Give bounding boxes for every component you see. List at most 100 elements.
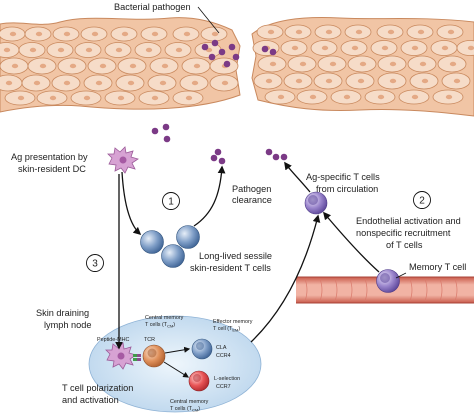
arrow-naive-to-effector — [164, 346, 191, 354]
keratinocyte-cell — [456, 40, 474, 56]
keratinocyte-nucleus — [83, 95, 91, 101]
central-memory-bottom-line2: T cells (TCM) — [170, 406, 200, 413]
ccr4-label: CCR4 — [216, 353, 231, 359]
endothelial-label-line3: of T cells — [386, 240, 423, 250]
bacterial-pathogen-label: Bacterial pathogen — [114, 2, 191, 12]
keratinocyte-nucleus — [115, 47, 123, 53]
long-lived-label-line2: skin-resident T cells — [190, 263, 271, 273]
keratinocyte-nucleus — [269, 61, 277, 67]
keratinocyte-nucleus — [381, 45, 389, 51]
keratinocyte-nucleus — [421, 78, 429, 84]
step-1-badge — [162, 192, 180, 210]
polarization-label-line2: and activation — [62, 395, 119, 405]
ag-specific-t-cell-icon — [304, 191, 328, 215]
step-2-number: 2 — [419, 196, 425, 207]
keratinocyte-nucleus — [11, 63, 19, 69]
bacteria-cluster-clearance — [210, 148, 226, 165]
naive-t-cell-icon — [142, 344, 166, 368]
keratinocyte-nucleus — [151, 95, 159, 101]
polarization-label-line1: T cell polarization — [62, 383, 133, 393]
keratinocytes — [0, 24, 474, 106]
keratinocyte-nucleus — [49, 95, 57, 101]
keratinocyte-nucleus — [419, 61, 427, 67]
endothelial-label-line1: Endothelial activation and — [356, 216, 461, 226]
keratinocyte-nucleus — [9, 31, 17, 37]
keratinocyte-nucleus — [277, 94, 285, 100]
keratinocyte-nucleus — [447, 29, 455, 35]
l-selection-label: L-selection — [214, 376, 240, 382]
skin-draining-label-line2: lymph node — [44, 320, 92, 330]
keratinocyte-nucleus — [17, 95, 25, 101]
keratinocyte-nucleus — [325, 29, 333, 35]
keratinocyte-nucleus — [63, 80, 71, 86]
keratinocyte-nucleus — [309, 94, 317, 100]
keratinocyte-nucleus — [265, 78, 273, 84]
lymph-node-icon — [88, 315, 262, 413]
keratinocyte-nucleus — [325, 78, 333, 84]
keratinocyte-nucleus — [445, 94, 453, 100]
ag-specific-label-line2: from circulation — [316, 184, 378, 194]
keratinocyte-nucleus — [69, 63, 77, 69]
keratinocyte-nucleus — [5, 80, 13, 86]
pathogen-clearance-label-line1: Pathogen — [232, 184, 271, 194]
keratinocyte-nucleus — [121, 31, 129, 37]
keratinocyte-nucleus — [467, 45, 474, 51]
keratinocyte-nucleus — [267, 29, 275, 35]
step-3-number: 3 — [92, 259, 98, 270]
keratinocyte-nucleus — [211, 31, 219, 37]
keratinocyte-nucleus — [411, 94, 419, 100]
keratinocyte-nucleus — [191, 80, 199, 86]
skin-epidermis — [0, 17, 474, 117]
keratinocyte-nucleus — [85, 47, 93, 53]
memory-t-cell-icon — [376, 269, 400, 293]
keratinocyte-nucleus — [57, 47, 65, 53]
keratinocyte-nucleus — [183, 31, 191, 37]
keratinocyte-nucleus — [63, 31, 71, 37]
keratinocyte-nucleus — [291, 45, 299, 51]
keratinocyte-nucleus — [193, 63, 201, 69]
keratinocyte-nucleus — [221, 80, 229, 86]
ag-specific-label-line1: Ag-specific T cells — [306, 172, 380, 182]
keratinocyte-nucleus — [351, 45, 359, 51]
keratinocyte-nucleus — [39, 63, 47, 69]
flow-arrows — [115, 161, 380, 378]
keratinocyte-nucleus — [29, 47, 37, 53]
keratinocyte-nucleus — [91, 31, 99, 37]
dendritic-cell-icon — [107, 146, 139, 174]
ag-presentation-label-line1: Ag presentation by — [11, 152, 88, 162]
keratinocyte-nucleus — [117, 95, 125, 101]
cla-label: CLA — [216, 345, 227, 351]
bacteria-cluster-right — [265, 148, 288, 161]
keratinocyte-nucleus — [129, 63, 137, 69]
effector-memory-line1: Effector memory — [213, 319, 253, 325]
step-1-number: 1 — [168, 197, 174, 208]
bacteria-cluster-middle — [151, 123, 171, 143]
keratinocyte-nucleus — [387, 29, 395, 35]
ag-presentation-label-line2: skin-resident DC — [18, 164, 86, 174]
keratinocyte-nucleus — [343, 94, 351, 100]
central-memory-bottom-line1: Central memory — [170, 399, 209, 405]
endothelial-label-line2: nonspecific recruitment — [356, 228, 451, 238]
keratinocyte-nucleus — [453, 78, 461, 84]
keratinocyte-nucleus — [377, 94, 385, 100]
arrow-naive-to-central — [163, 361, 190, 378]
skin-draining-label-line1: Skin draining — [36, 308, 89, 318]
effector-memory-t-cell-icon — [191, 338, 213, 360]
keratinocyte-nucleus — [295, 78, 303, 84]
bacterial-pointer-line — [197, 6, 220, 34]
arrow-lymph-to-ag-cell — [250, 214, 321, 343]
keratinocyte-nucleus — [359, 61, 367, 67]
memory-t-cell-pointer — [395, 272, 407, 279]
arrow-dc-to-sessile-cells — [121, 171, 142, 236]
bacteria-cluster-top — [201, 39, 277, 68]
central-memory-t-cell-icon — [188, 370, 210, 392]
sessile-t-cells-icon — [140, 225, 200, 268]
keratinocyte-nucleus — [441, 45, 449, 51]
keratinocyte-nucleus — [355, 29, 363, 35]
step-3-badge — [86, 254, 104, 272]
keratinocyte-nucleus — [159, 80, 167, 86]
peptide-mhc-label: Peptide-MHC — [97, 337, 129, 343]
ccr7-label: CCR7 — [216, 384, 231, 390]
tcr-label: TCR — [144, 337, 155, 343]
keratinocyte-nucleus — [99, 63, 107, 69]
